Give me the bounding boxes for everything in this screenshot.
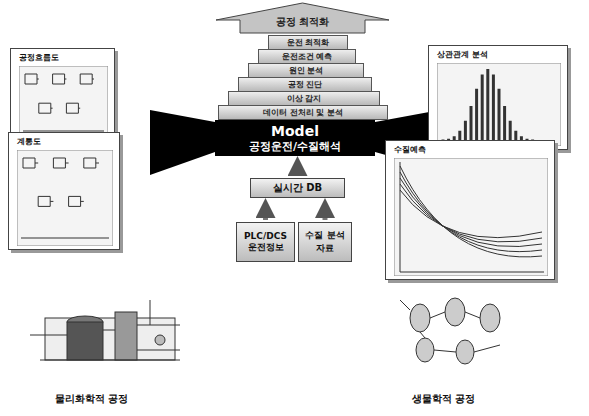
folder-figure	[394, 158, 548, 276]
db-node: 실시간 DB	[250, 178, 345, 198]
node-text: 운전조건 예측	[282, 51, 333, 62]
process-label: 물리화학적 공정	[55, 392, 128, 406]
folder-node: 상관관계 분석	[428, 45, 568, 150]
node-text: 공정 최적화	[276, 15, 329, 29]
bar-node: 공정 진단	[238, 77, 372, 92]
node-text: 운전 최적화	[287, 37, 330, 48]
folder-node: 계통도	[8, 132, 120, 250]
fan-left	[150, 110, 215, 175]
physicochemical-equipment	[30, 300, 180, 360]
src-node: 수질 분석 자료	[298, 222, 352, 262]
node-text: 공정 진단	[288, 79, 323, 90]
node-text: 실시간 DB	[273, 181, 322, 195]
bar-node: 데이터 전처리 및 분석	[218, 105, 388, 120]
biological-reactors	[400, 298, 500, 364]
flow-arrow	[323, 208, 328, 220]
bar-node: 운전 최적화	[268, 35, 348, 50]
node-text: 데이터 전처리 및 분석	[263, 107, 343, 118]
src-node: PLC/DCS 운전정보	[236, 222, 295, 262]
bar-node: 운전조건 예측	[258, 49, 356, 64]
folder-figure	[437, 63, 561, 146]
node-text: 계통도	[17, 136, 41, 147]
node-text: 이상 감지	[287, 93, 322, 104]
bar-node: 원인 분석	[248, 63, 364, 78]
node-text: 공정흐름도	[19, 52, 59, 63]
folder-figure	[19, 66, 108, 139]
node-text: 원인 분석	[289, 65, 324, 76]
roof-node: 공정 최적화	[215, 2, 390, 34]
folder-node: 공정흐름도	[10, 48, 115, 143]
node-text: 공정운전/수질해석	[249, 139, 341, 154]
node-text: 수질 분석 자료	[301, 229, 349, 255]
node-text: 수질예측	[394, 144, 426, 155]
folder-figure	[17, 150, 113, 246]
flow-arrow	[263, 208, 268, 220]
folder-node: 수질예측	[385, 140, 555, 280]
bar-node: 이상 감지	[228, 91, 380, 106]
node-text: 상관관계 분석	[437, 49, 488, 60]
process-label: 생물학적 공정	[412, 392, 475, 406]
node-text: PLC/DCS 운전정보	[239, 231, 292, 254]
node-text: Model	[271, 123, 319, 139]
model-node: Model공정운전/수질해석	[215, 120, 375, 156]
flow-arrow	[295, 166, 300, 176]
